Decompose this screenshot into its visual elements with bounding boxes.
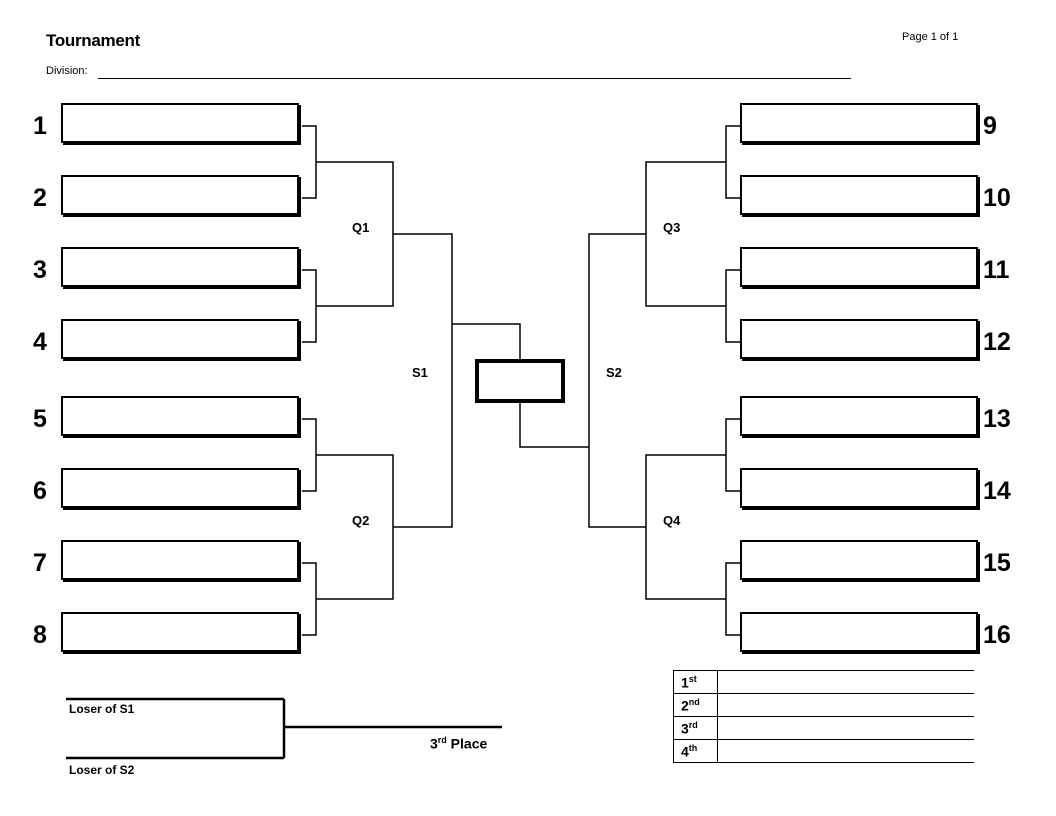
team-slot-4[interactable]: [61, 319, 299, 359]
team-slot-15[interactable]: [740, 540, 978, 580]
standing-row: 1st: [673, 670, 974, 694]
standing-row: 3rd: [673, 716, 974, 740]
seed-number: 6: [33, 477, 47, 505]
seed-number: 13: [983, 405, 1011, 433]
round-label-q3: Q3: [663, 220, 681, 235]
team-slot-8[interactable]: [61, 612, 299, 652]
place-rank: 3rd: [673, 716, 718, 740]
round-label-q1: Q1: [352, 220, 370, 235]
team-slot-9[interactable]: [740, 103, 978, 143]
round-label-q2: Q2: [352, 513, 370, 528]
seed-number: 10: [983, 184, 1011, 212]
team-slot-2[interactable]: [61, 175, 299, 215]
team-slot-14[interactable]: [740, 468, 978, 508]
final-standings-table: 1st 2nd 3rd 4th: [673, 670, 974, 763]
seed-number: 14: [983, 477, 1011, 505]
seed-number: 7: [33, 549, 47, 577]
seed-number: 11: [983, 256, 1010, 284]
team-slot-12[interactable]: [740, 319, 978, 359]
division-label: Division:: [46, 65, 88, 77]
champion-slot[interactable]: [475, 359, 565, 403]
round-label-s2: S2: [606, 365, 622, 380]
loser-s2-label: Loser of S2: [69, 763, 135, 777]
place-rank: 4th: [673, 739, 718, 763]
team-slot-6[interactable]: [61, 468, 299, 508]
team-slot-10[interactable]: [740, 175, 978, 215]
seed-number: 2: [33, 184, 47, 212]
team-slot-5[interactable]: [61, 396, 299, 436]
place-entry[interactable]: [717, 716, 974, 740]
seed-number: 3: [33, 256, 47, 284]
standing-row: 4th: [673, 739, 974, 763]
seed-number: 4: [33, 328, 47, 356]
team-slot-13[interactable]: [740, 396, 978, 436]
page-number: Page 1 of 1: [902, 31, 959, 43]
third-place-label: 3rd Place: [430, 735, 488, 752]
seed-number: 8: [33, 621, 47, 649]
loser-s1-label: Loser of S1: [69, 702, 135, 716]
place-rank: 1st: [673, 670, 718, 694]
team-slot-3[interactable]: [61, 247, 299, 287]
division-field[interactable]: [98, 78, 851, 79]
seed-number: 5: [33, 405, 47, 433]
round-label-q4: Q4: [663, 513, 681, 528]
seed-number: 15: [983, 549, 1011, 577]
standing-row: 2nd: [673, 693, 974, 717]
tournament-title: Tournament: [46, 31, 140, 50]
seed-number: 12: [983, 328, 1011, 356]
team-slot-1[interactable]: [61, 103, 299, 143]
team-slot-7[interactable]: [61, 540, 299, 580]
place-entry[interactable]: [717, 739, 974, 763]
place-entry[interactable]: [717, 670, 974, 694]
team-slot-11[interactable]: [740, 247, 978, 287]
seed-number: 1: [33, 112, 47, 140]
place-entry[interactable]: [717, 693, 974, 717]
seed-number: 16: [983, 621, 1011, 649]
seed-number: 9: [983, 112, 997, 140]
round-label-s1: S1: [412, 365, 428, 380]
team-slot-16[interactable]: [740, 612, 978, 652]
place-rank: 2nd: [673, 693, 718, 717]
